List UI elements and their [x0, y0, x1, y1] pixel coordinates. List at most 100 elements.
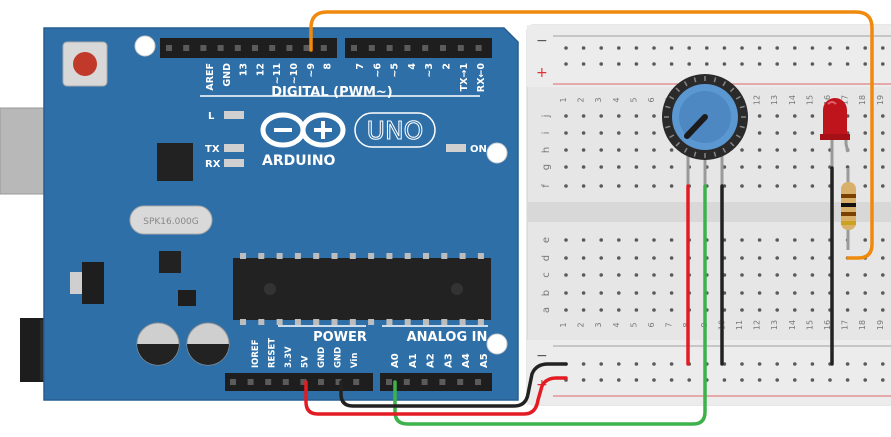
header-pin[interactable] — [404, 45, 411, 51]
rail-hole[interactable] — [581, 62, 586, 66]
terminal-hole[interactable] — [581, 184, 586, 188]
terminal-hole[interactable] — [669, 184, 674, 188]
rail-hole[interactable] — [564, 62, 568, 66]
terminal-hole[interactable] — [634, 308, 639, 312]
terminal-hole[interactable] — [564, 238, 568, 242]
rail-hole[interactable] — [705, 46, 709, 50]
wire-red-5v-rail[interactable] — [304, 376, 568, 416]
analog-header[interactable] — [380, 373, 492, 391]
rail-hole[interactable] — [687, 378, 691, 382]
terminal-hole[interactable] — [581, 273, 586, 277]
terminal-hole[interactable] — [881, 131, 885, 135]
terminal-hole[interactable] — [740, 256, 744, 260]
terminal-hole[interactable] — [810, 256, 815, 260]
terminal-hole[interactable] — [757, 148, 762, 152]
rail-hole[interactable] — [581, 378, 586, 382]
terminal-hole[interactable] — [810, 148, 815, 152]
terminal-hole[interactable] — [617, 165, 621, 169]
rail-hole[interactable] — [705, 62, 709, 66]
terminal-hole[interactable] — [599, 114, 603, 118]
terminal-hole[interactable] — [599, 291, 603, 295]
terminal-hole[interactable] — [881, 291, 885, 295]
terminal-hole[interactable] — [617, 114, 621, 118]
terminal-hole[interactable] — [564, 273, 568, 277]
rail-hole[interactable] — [775, 362, 779, 366]
terminal-hole[interactable] — [863, 148, 867, 152]
terminal-hole[interactable] — [863, 165, 867, 169]
terminal-hole[interactable] — [652, 291, 656, 295]
header-pin[interactable] — [422, 45, 429, 51]
terminal-hole[interactable] — [669, 256, 674, 260]
terminal-hole[interactable] — [863, 273, 867, 277]
rail-hole[interactable] — [687, 62, 691, 66]
terminal-hole[interactable] — [740, 308, 744, 312]
terminal-hole[interactable] — [757, 165, 762, 169]
header-pin[interactable] — [247, 379, 254, 385]
rail-hole[interactable] — [757, 46, 762, 50]
header-pin[interactable] — [200, 45, 207, 51]
rail-hole[interactable] — [881, 62, 885, 66]
header-pin[interactable] — [265, 379, 272, 385]
terminal-hole[interactable] — [863, 184, 867, 188]
header-pin[interactable] — [335, 379, 342, 385]
wire-orange-pin9[interactable] — [309, 10, 874, 260]
header-pin[interactable] — [351, 45, 357, 51]
terminal-hole[interactable] — [564, 131, 568, 135]
terminal-hole[interactable] — [793, 273, 797, 277]
terminal-hole[interactable] — [617, 308, 621, 312]
rail-hole[interactable] — [881, 362, 885, 366]
terminal-hole[interactable] — [775, 148, 779, 152]
rail-hole[interactable] — [845, 362, 850, 366]
terminal-hole[interactable] — [740, 184, 744, 188]
header-pin[interactable] — [320, 45, 327, 51]
terminal-hole[interactable] — [652, 238, 656, 242]
header-pin[interactable] — [230, 379, 236, 385]
rail-hole[interactable] — [793, 46, 797, 50]
header-pin[interactable] — [300, 379, 307, 385]
wire-black-gnd-rail[interactable] — [339, 362, 568, 408]
rail-hole[interactable] — [740, 62, 744, 66]
rail-hole[interactable] — [793, 378, 797, 382]
terminal-hole[interactable] — [617, 256, 621, 260]
terminal-hole[interactable] — [775, 291, 779, 295]
terminal-hole[interactable] — [652, 308, 656, 312]
terminal-hole[interactable] — [740, 165, 744, 169]
terminal-hole[interactable] — [740, 148, 744, 152]
terminal-hole[interactable] — [652, 256, 656, 260]
rail-hole[interactable] — [652, 362, 656, 366]
terminal-hole[interactable] — [581, 148, 586, 152]
terminal-hole[interactable] — [757, 308, 762, 312]
terminal-hole[interactable] — [775, 256, 779, 260]
terminal-hole[interactable] — [810, 238, 815, 242]
terminal-hole[interactable] — [564, 114, 568, 118]
terminal-hole[interactable] — [757, 256, 762, 260]
power-header[interactable] — [225, 373, 373, 391]
header-pin[interactable] — [286, 45, 293, 51]
rail-hole[interactable] — [599, 362, 603, 366]
terminal-hole[interactable] — [652, 184, 656, 188]
terminal-hole[interactable] — [634, 238, 639, 242]
terminal-hole[interactable] — [634, 148, 639, 152]
terminal-hole[interactable] — [564, 308, 568, 312]
terminal-hole[interactable] — [581, 256, 586, 260]
terminal-hole[interactable] — [757, 184, 762, 188]
terminal-hole[interactable] — [881, 148, 885, 152]
header-pin[interactable] — [269, 45, 276, 51]
terminal-hole[interactable] — [581, 114, 586, 118]
rail-hole[interactable] — [793, 362, 797, 366]
rail-hole[interactable] — [863, 378, 867, 382]
terminal-hole[interactable] — [740, 238, 744, 242]
terminal-hole[interactable] — [652, 131, 656, 135]
terminal-hole[interactable] — [669, 238, 674, 242]
terminal-hole[interactable] — [617, 131, 621, 135]
terminal-hole[interactable] — [810, 114, 815, 118]
rail-hole[interactable] — [669, 46, 674, 50]
terminal-hole[interactable] — [757, 114, 762, 118]
breadboard[interactable]: − + − + jihgfedcba1122334455667788991010… — [526, 24, 891, 406]
rail-hole[interactable] — [757, 378, 762, 382]
terminal-hole[interactable] — [669, 273, 674, 277]
terminal-hole[interactable] — [793, 165, 797, 169]
rail-hole[interactable] — [793, 62, 797, 66]
terminal-hole[interactable] — [581, 291, 586, 295]
terminal-hole[interactable] — [564, 148, 568, 152]
